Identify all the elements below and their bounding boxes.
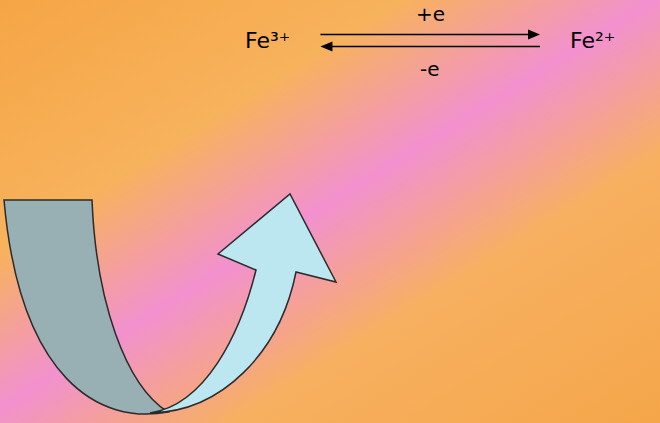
ion-node: Fe²⁺ — [540, 24, 645, 57]
reaction-arrow — [320, 42, 540, 52]
ion-node: Fe³⁺ — [215, 24, 320, 57]
electron-label: -e — [420, 57, 440, 81]
ion-label: Fe³⁺ — [245, 28, 290, 53]
curved-arrow-back — [4, 200, 168, 414]
electron-label: +e — [416, 2, 445, 26]
curved-arrow-front — [150, 194, 336, 413]
ion-label: Fe²⁺ — [570, 28, 615, 53]
reaction-arrow — [320, 30, 540, 40]
